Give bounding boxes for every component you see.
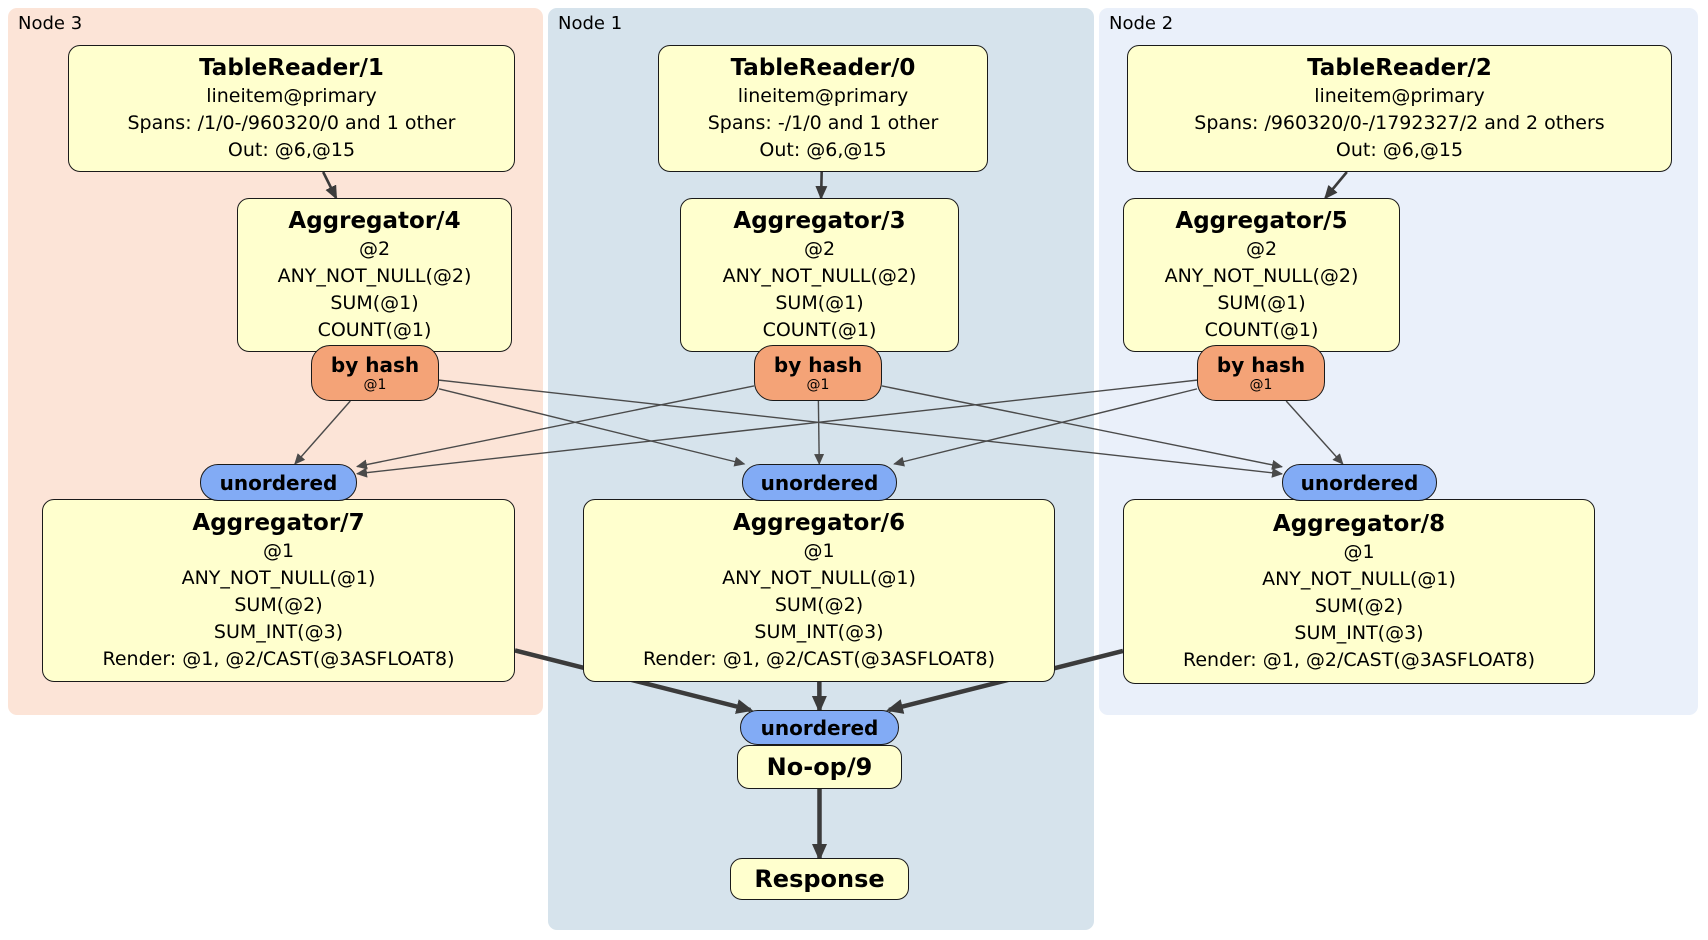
processor-detail: SUM(@1): [1217, 292, 1306, 314]
processor-detail: COUNT(@1): [1204, 319, 1319, 341]
processor-detail: SUM_INT(@3): [754, 621, 884, 643]
processor-detail: SUM_INT(@3): [213, 621, 344, 643]
processor-title: Response: [754, 865, 885, 893]
router-detail: @1: [806, 376, 830, 393]
processor-detail: @2: [1245, 238, 1278, 260]
region-node1-label: Node 1: [558, 13, 623, 34]
processor-tablereader-2: TableReader/2 lineitem@primary Spans: /9…: [1127, 45, 1672, 172]
processor-detail: COUNT(@1): [317, 319, 432, 341]
processor-aggregator-6: Aggregator/6 @1 ANY_NOT_NULL(@1) SUM(@2)…: [583, 499, 1055, 682]
region-node2-label: Node 2: [1109, 13, 1174, 34]
processor-title: Aggregator/6: [732, 510, 906, 536]
processor-title: No-op/9: [766, 753, 873, 781]
processor-noop-9: No-op/9: [737, 745, 902, 789]
processor-detail: @1: [262, 540, 295, 562]
processor-tablereader-1: TableReader/1 lineitem@primary Spans: /1…: [68, 45, 515, 172]
region-node3-label: Node 3: [18, 13, 83, 34]
processor-detail: Render: @1, @2/CAST(@3ASFLOAT8): [1183, 649, 1535, 671]
sync-unordered-7: unordered: [200, 464, 357, 501]
processor-detail: Out: @6,@15: [227, 139, 356, 161]
processor-detail: ANY_NOT_NULL(@1): [181, 567, 376, 589]
processor-aggregator-5: Aggregator/5 @2 ANY_NOT_NULL(@2) SUM(@1)…: [1123, 198, 1400, 352]
processor-title: TableReader/0: [730, 55, 916, 81]
sync-unordered-9: unordered: [740, 710, 899, 745]
processor-detail: COUNT(@1): [762, 319, 877, 341]
router-by-hash-4: by hash @1: [311, 345, 439, 401]
processor-aggregator-4: Aggregator/4 @2 ANY_NOT_NULL(@2) SUM(@1)…: [237, 198, 512, 352]
processor-detail: @1: [1343, 541, 1375, 563]
router-label: by hash: [330, 352, 420, 377]
processor-aggregator-7: Aggregator/7 @1 ANY_NOT_NULL(@1) SUM(@2)…: [42, 499, 515, 682]
processor-title: Aggregator/5: [1175, 208, 1348, 234]
processor-detail: Render: @1, @2/CAST(@3ASFLOAT8): [102, 648, 455, 670]
router-detail: @1: [1249, 376, 1273, 393]
processor-detail: ANY_NOT_NULL(@2): [277, 265, 472, 287]
processor-aggregator-8: Aggregator/8 @1 ANY_NOT_NULL(@1) SUM(@2)…: [1123, 499, 1595, 684]
processor-response: Response: [730, 858, 909, 900]
router-by-hash-5: by hash @1: [1197, 345, 1325, 401]
sync-label: unordered: [760, 715, 879, 740]
processor-detail: ANY_NOT_NULL(@1): [722, 567, 916, 589]
processor-detail: SUM(@2): [1314, 595, 1404, 617]
processor-detail: SUM(@2): [774, 594, 864, 616]
sync-unordered-6: unordered: [742, 464, 897, 501]
processor-title: Aggregator/8: [1272, 511, 1446, 537]
processor-detail: Render: @1, @2/CAST(@3ASFLOAT8): [643, 648, 995, 670]
processor-detail: ANY_NOT_NULL(@2): [1164, 265, 1359, 287]
processor-detail: Out: @6,@15: [1335, 139, 1464, 161]
processor-detail: SUM_INT(@3): [1294, 622, 1424, 644]
processor-title: Aggregator/4: [288, 208, 461, 234]
processor-detail: ANY_NOT_NULL(@2): [722, 265, 917, 287]
processor-detail: SUM(@1): [330, 292, 419, 314]
router-label: by hash: [773, 352, 863, 377]
sync-label: unordered: [760, 470, 879, 495]
processor-detail: ANY_NOT_NULL(@1): [1262, 568, 1456, 590]
processor-detail: lineitem@primary: [1314, 85, 1485, 107]
router-detail: @1: [363, 376, 387, 393]
processor-title: TableReader/1: [199, 55, 384, 81]
processor-tablereader-0: TableReader/0 lineitem@primary Spans: -/…: [658, 45, 988, 172]
processor-detail: Spans: /960320/0-/1792327/2 and 2 others: [1194, 112, 1605, 134]
processor-detail: lineitem@primary: [206, 85, 377, 107]
processor-detail: SUM(@1): [775, 292, 864, 314]
processor-title: Aggregator/7: [192, 510, 365, 536]
processor-detail: @2: [803, 238, 836, 260]
sync-label: unordered: [1300, 470, 1419, 495]
processor-detail: SUM(@2): [234, 594, 323, 616]
processor-title: TableReader/2: [1307, 55, 1492, 81]
processor-detail: Spans: -/1/0 and 1 other: [707, 112, 939, 134]
processor-detail: Spans: /1/0-/960320/0 and 1 other: [127, 112, 456, 134]
sync-unordered-8: unordered: [1282, 464, 1437, 501]
processor-aggregator-3: Aggregator/3 @2 ANY_NOT_NULL(@2) SUM(@1)…: [680, 198, 959, 352]
sync-label: unordered: [219, 470, 338, 495]
processor-detail: lineitem@primary: [737, 85, 909, 107]
processor-detail: @1: [803, 540, 835, 562]
processor-detail: Out: @6,@15: [759, 139, 887, 161]
router-by-hash-3: by hash @1: [754, 345, 882, 401]
processor-title: Aggregator/3: [733, 208, 906, 234]
router-label: by hash: [1216, 352, 1306, 377]
processor-detail: @2: [358, 238, 391, 260]
